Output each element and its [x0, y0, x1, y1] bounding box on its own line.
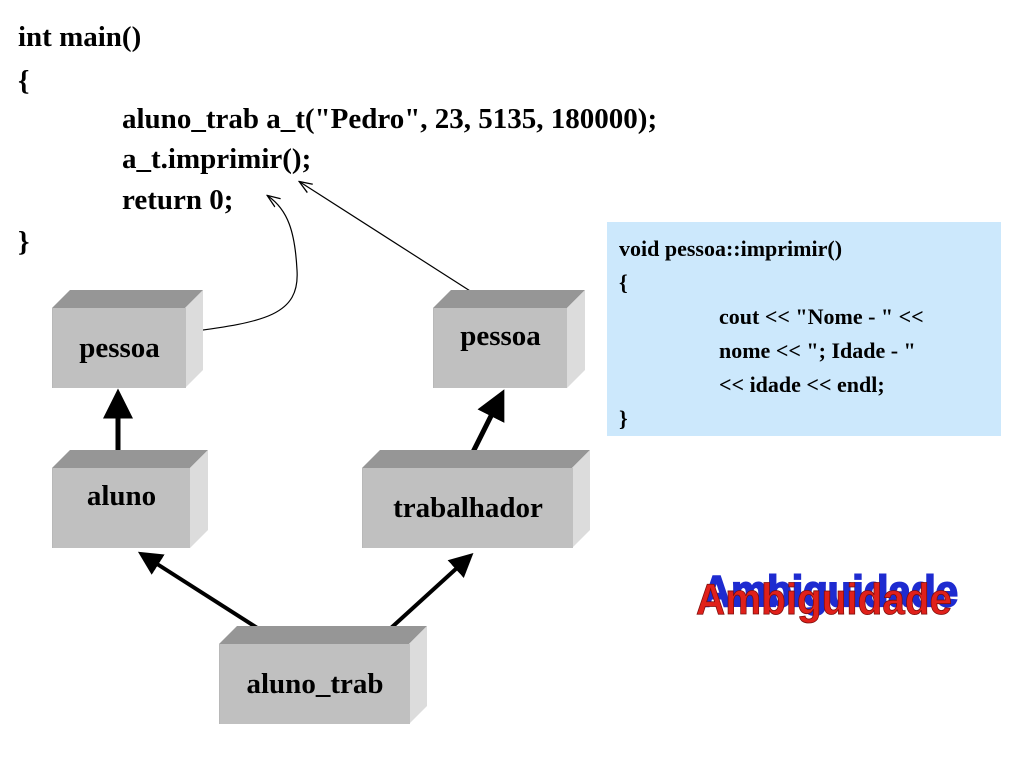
- arrow-pessoa-left-to-return: [187, 196, 298, 333]
- class-label-aluno-trab: aluno_trab: [219, 644, 410, 724]
- method-callout: void pessoa::imprimir() { cout << "Nome …: [607, 222, 1001, 436]
- callout-line-4: nome << "; Idade - ": [719, 338, 916, 363]
- wordart-main: Ambiguidade: [696, 575, 952, 624]
- code-line-5: return 0;: [122, 184, 234, 216]
- code-line-6: }: [18, 226, 30, 258]
- wordart-ambiguidade: Ambiguidade Ambiguidade: [696, 566, 959, 624]
- class-box-pessoa-right: pessoa: [433, 290, 585, 388]
- code-line-4: a_t.imprimir();: [122, 143, 312, 175]
- class-label-aluno: aluno: [52, 468, 190, 548]
- arrow-pessoa-right-to-imprimir: [300, 182, 479, 297]
- class-box-aluno: aluno: [52, 450, 208, 548]
- wordart-shadow: Ambiguidade: [702, 567, 958, 616]
- code-line-2: {: [18, 65, 30, 97]
- class-box-pessoa-left: pessoa: [52, 290, 203, 388]
- code-line-3: aluno_trab a_t("Pedro", 23, 5135, 180000…: [122, 103, 658, 135]
- class-box-trabalhador: trabalhador: [362, 450, 590, 548]
- class-label-pessoa-right: pessoa: [433, 308, 567, 388]
- arrow-alunotrab-to-aluno: [137, 551, 275, 640]
- code-line-1: int main(): [18, 21, 142, 53]
- callout-line-2: {: [619, 270, 628, 295]
- callout-line-3: cout << "Nome - " <<: [719, 304, 924, 329]
- class-label-pessoa-left: pessoa: [52, 308, 186, 388]
- class-box-aluno-trab: aluno_trab: [219, 626, 427, 724]
- class-label-trabalhador: trabalhador: [362, 468, 573, 548]
- arrow-alunotrab-to-trabalhador: [378, 552, 474, 640]
- callout-line-5: << idade << endl;: [719, 372, 885, 397]
- callout-line-6: }: [619, 406, 628, 431]
- callout-line-1: void pessoa::imprimir(): [619, 236, 843, 261]
